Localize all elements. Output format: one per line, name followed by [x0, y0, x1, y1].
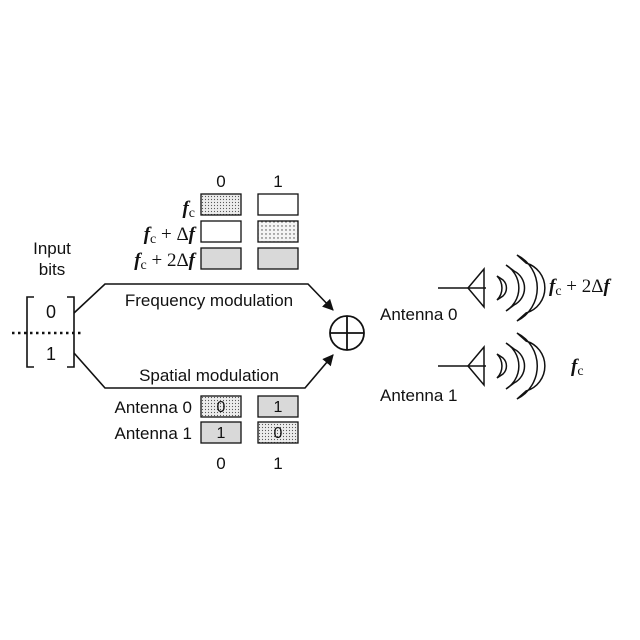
freq-col-header-0: 0	[216, 172, 225, 191]
spatial-cell-text-a0-bit1: 1	[274, 399, 283, 416]
antenna-0-label: Antenna 0	[380, 305, 458, 324]
freq-cell-fc-bit0-active	[201, 194, 241, 215]
antenna-1-radio-waves-icon	[497, 333, 545, 399]
input-bits-label-line2: bits	[39, 260, 65, 279]
freq-row-label-fc-plus-2df: fc + 2Δf	[134, 250, 196, 273]
freq-row-label-fc: fc	[182, 198, 195, 221]
antenna-1-icon	[438, 347, 486, 385]
spatial-row-label-antenna0: Antenna 0	[114, 398, 192, 417]
antenna-1-label: Antenna 1	[380, 386, 458, 405]
freq-cell-fcdf-bit1-active	[258, 221, 298, 242]
freq-cell-fc-bit1	[258, 194, 298, 215]
freq-row-label-fc-plus-df: fc + Δf	[144, 224, 197, 247]
spatial-cell-text-a1-bit1: 0	[274, 425, 283, 442]
combiner-circle-plus-icon	[330, 316, 364, 350]
antenna-0-radio-waves-icon	[497, 255, 545, 321]
frequency-modulation-label: Frequency modulation	[125, 291, 293, 310]
input-bit-top: 0	[46, 302, 56, 322]
input-bit-bottom: 1	[46, 344, 56, 364]
freq-cell-fc2df-bit0	[201, 248, 241, 269]
spatial-modulation-label: Spatial modulation	[139, 366, 279, 385]
input-bits-label-line1: Input	[33, 239, 71, 258]
freq-cell-fcdf-bit0	[201, 221, 241, 242]
freq-col-header-1: 1	[273, 172, 282, 191]
spatial-col-header-1: 1	[273, 454, 282, 473]
antenna-1-frequency: fc	[571, 356, 584, 379]
freq-cell-fc2df-bit1	[258, 248, 298, 269]
antenna-0-frequency: fc + 2Δf	[549, 276, 611, 299]
spatial-col-header-0: 0	[216, 454, 225, 473]
spatial-cell-text-a1-bit0: 1	[217, 425, 226, 442]
antenna-0-icon	[438, 269, 486, 307]
spatial-cell-text-a0-bit0: 0	[217, 399, 226, 416]
spatial-row-label-antenna1: Antenna 1	[114, 424, 192, 443]
